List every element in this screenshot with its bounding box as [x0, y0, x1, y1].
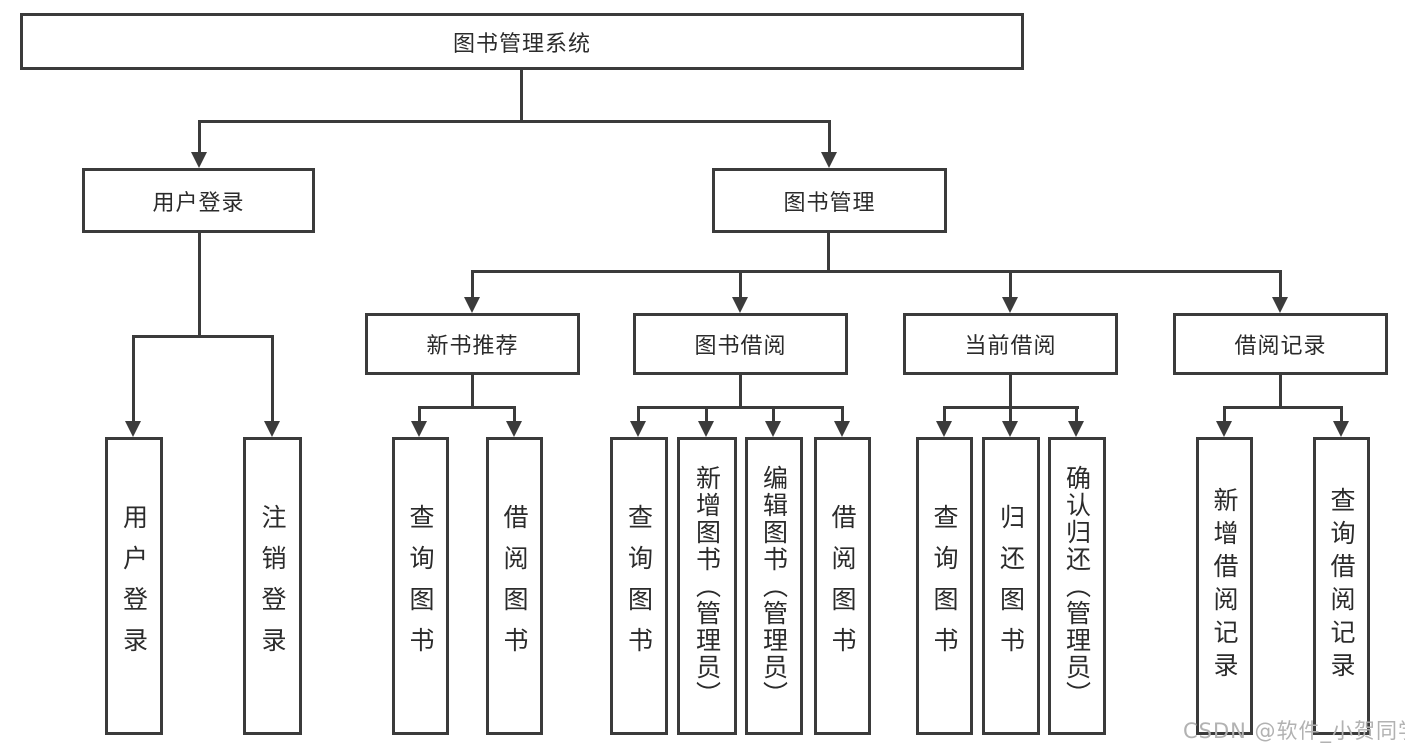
arrow-down-icon — [821, 152, 837, 168]
arrow-down-icon — [464, 297, 480, 313]
node-nbr-query-books-label: 查询图书 — [406, 504, 435, 668]
node-current-borrowing-label: 当前借阅 — [964, 334, 1057, 359]
connector-root-stem-right — [828, 120, 831, 152]
connector-bookmgmt-hline — [471, 270, 1282, 273]
connector-br-hline — [1223, 406, 1343, 409]
node-br-query-record-label: 查询借阅记录 — [1327, 487, 1356, 685]
connector-br-vline — [1279, 375, 1282, 406]
node-cb-query-books: 查询图书 — [916, 437, 973, 735]
node-user-login-leaf-label: 用户登录 — [119, 504, 149, 668]
connector-bb-stem-1 — [637, 406, 640, 421]
node-root: 图书管理系统 — [20, 13, 1024, 70]
connector-userlogin-hline — [132, 335, 274, 338]
connector-userlogin-vline — [198, 233, 201, 335]
connector-bb-vline — [739, 375, 742, 406]
arrow-down-icon — [191, 152, 207, 168]
node-new-book-recommendation-label: 新书推荐 — [426, 334, 519, 359]
connector-bookmgmt-stem-1 — [471, 270, 474, 297]
node-book-management: 图书管理 — [712, 168, 947, 233]
node-bb-borrow-books-label: 借阅图书 — [828, 504, 857, 668]
node-current-borrowing: 当前借阅 — [903, 313, 1118, 375]
connector-nbr-hline — [418, 406, 516, 409]
node-cb-confirm-return-admin: 确认归还（管理员） — [1048, 437, 1106, 735]
node-user-login-leaf: 用户登录 — [105, 437, 163, 735]
node-bb-edit-books-admin-label: 编辑图书（管理员） — [759, 464, 789, 708]
connector-bookmgmt-stem-4 — [1279, 270, 1282, 297]
arrow-down-icon — [765, 421, 781, 437]
node-borrowing-records-label: 借阅记录 — [1234, 334, 1327, 359]
arrow-down-icon — [630, 421, 646, 437]
arrow-down-icon — [411, 421, 427, 437]
node-nbr-borrow-books: 借阅图书 — [486, 437, 543, 735]
node-bb-edit-books-admin: 编辑图书（管理员） — [745, 437, 803, 735]
connector-root-hline — [198, 120, 831, 123]
watermark: CSDN @软件_小贺同学 — [1183, 719, 1405, 743]
connector-bb-hline — [637, 406, 844, 409]
arrow-down-icon — [506, 421, 522, 437]
node-cb-confirm-return-admin-label: 确认归还（管理员） — [1062, 464, 1092, 708]
arrow-down-icon — [1333, 421, 1349, 437]
node-bb-query-books: 查询图书 — [610, 437, 668, 735]
arrow-down-icon — [264, 421, 280, 437]
node-new-book-recommendation: 新书推荐 — [365, 313, 580, 375]
node-logout: 注销登录 — [243, 437, 302, 735]
node-bb-query-books-label: 查询图书 — [624, 504, 654, 668]
arrow-down-icon — [125, 421, 141, 437]
connector-bookmgmt-stem-2 — [739, 270, 742, 297]
node-cb-return-books-label: 归还图书 — [996, 504, 1026, 668]
node-nbr-query-books: 查询图书 — [392, 437, 449, 735]
connector-root-stem-left — [198, 120, 201, 152]
arrow-down-icon — [1068, 421, 1084, 437]
node-bb-add-books-admin-label: 新增图书（管理员） — [692, 464, 722, 708]
connector-root-vline — [520, 70, 523, 120]
node-nbr-borrow-books-label: 借阅图书 — [500, 504, 529, 668]
arrow-down-icon — [936, 421, 952, 437]
connector-nbr-stem-2 — [513, 406, 516, 421]
node-br-add-record: 新增借阅记录 — [1196, 437, 1253, 735]
node-br-query-record: 查询借阅记录 — [1313, 437, 1370, 735]
arrow-down-icon — [698, 421, 714, 437]
node-bb-add-books-admin: 新增图书（管理员） — [677, 437, 737, 735]
node-book-borrowing: 图书借阅 — [633, 313, 848, 375]
connector-cb-stem-3 — [1075, 406, 1078, 421]
connector-cb-vline — [1009, 375, 1012, 406]
connector-bb-stem-2 — [705, 406, 708, 421]
arrow-down-icon — [1002, 421, 1018, 437]
node-book-management-label: 图书管理 — [783, 190, 876, 216]
connector-bookmgmt-stem-3 — [1009, 270, 1012, 297]
node-root-label: 图书管理系统 — [452, 31, 591, 57]
connector-nbr-vline — [471, 375, 474, 406]
node-cb-return-books: 归还图书 — [982, 437, 1040, 735]
connector-bb-stem-3 — [772, 406, 775, 421]
connector-bb-stem-4 — [841, 406, 844, 421]
arrow-down-icon — [732, 297, 748, 313]
arrow-down-icon — [1002, 297, 1018, 313]
connector-br-stem-2 — [1340, 406, 1343, 421]
arrow-down-icon — [1216, 421, 1232, 437]
node-borrowing-records: 借阅记录 — [1173, 313, 1388, 375]
node-bb-borrow-books: 借阅图书 — [814, 437, 871, 735]
connector-userlogin-stem-1 — [132, 335, 135, 421]
arrow-down-icon — [1272, 297, 1288, 313]
node-user-login-label: 用户登录 — [152, 190, 245, 216]
connector-br-stem-1 — [1223, 406, 1226, 421]
connector-bookmgmt-vline — [827, 233, 830, 270]
arrow-down-icon — [834, 421, 850, 437]
node-logout-label: 注销登录 — [258, 504, 287, 668]
connector-userlogin-stem-2 — [271, 335, 274, 421]
node-book-borrowing-label: 图书借阅 — [694, 334, 787, 359]
node-cb-query-books-label: 查询图书 — [930, 504, 959, 668]
connector-cb-stem-1 — [943, 406, 946, 421]
node-user-login: 用户登录 — [82, 168, 315, 233]
node-br-add-record-label: 新增借阅记录 — [1210, 487, 1239, 685]
connector-cb-stem-2 — [1009, 406, 1012, 421]
connector-nbr-stem-1 — [418, 406, 421, 421]
